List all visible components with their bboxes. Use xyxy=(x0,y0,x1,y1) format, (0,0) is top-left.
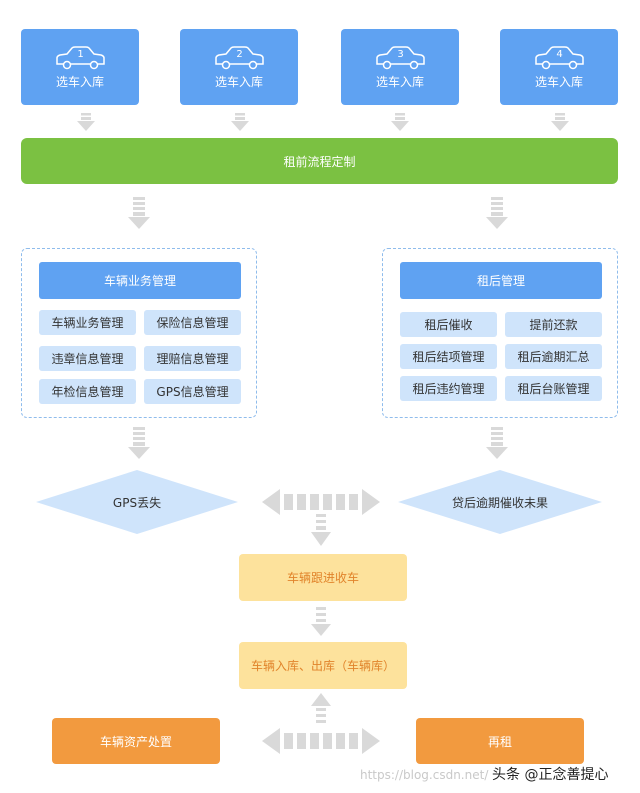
after-rent-cell: 租后台账管理 xyxy=(505,376,602,401)
after-rent-cell: 租后催收 xyxy=(400,312,497,337)
vehicle-cell: 保险信息管理 xyxy=(144,310,241,335)
car-icon: 3 xyxy=(376,45,425,69)
arrow-down-icon xyxy=(391,113,409,131)
top-box-label: 选车入库 xyxy=(534,74,583,89)
top-box-label: 选车入库 xyxy=(55,74,104,89)
top-box-3: 3 选车入库 xyxy=(341,29,459,105)
double-arrow-icon xyxy=(262,489,380,515)
top-box-label: 选车入库 xyxy=(375,74,424,89)
top-box-2: 2 选车入库 xyxy=(180,29,298,105)
arrow-up-icon xyxy=(311,693,331,723)
car-number: 1 xyxy=(77,49,83,60)
arrow-down-icon xyxy=(231,113,249,131)
after-rent-panel-title: 租后管理 xyxy=(400,262,602,299)
after-rent-cell: 租后违约管理 xyxy=(400,376,497,401)
double-arrow-icon xyxy=(262,728,380,754)
vehicle-storage-box: 车辆入库、出库（车辆库） xyxy=(239,642,407,689)
re-rent-box: 再租 xyxy=(416,718,584,764)
vehicle-follow-up-box: 车辆跟进收车 xyxy=(239,554,407,601)
arrow-down-icon xyxy=(128,197,150,229)
arrow-down-icon xyxy=(486,197,508,229)
process-customization-bar: 租前流程定制 xyxy=(21,138,618,184)
after-rent-cell: 租后结项管理 xyxy=(400,344,497,369)
arrow-down-icon xyxy=(77,113,95,131)
vehicle-panel-title: 车辆业务管理 xyxy=(39,262,241,299)
after-rent-cell: 提前还款 xyxy=(505,312,602,337)
gps-lost-label: GPS丢失 xyxy=(112,495,162,510)
vehicle-cell: 年检信息管理 xyxy=(39,379,136,404)
overdue-collection-label: 贷后逾期催收未果 xyxy=(451,495,548,510)
diamond-overdue xyxy=(398,470,602,534)
toutiao-brand: 头条 @正念善提心 xyxy=(492,767,609,783)
car-number: 3 xyxy=(397,49,403,60)
car-icon: 2 xyxy=(215,45,264,69)
vehicle-cell: 违章信息管理 xyxy=(39,346,136,371)
csdn-watermark: https://blog.csdn.net/ xyxy=(360,768,489,782)
asset-disposal-box: 车辆资产处置 xyxy=(52,718,220,764)
after-rent-cell: 租后逾期汇总 xyxy=(505,344,602,369)
car-number: 2 xyxy=(236,49,242,60)
top-box-label: 选车入库 xyxy=(214,74,263,89)
arrow-down-icon xyxy=(311,607,331,636)
arrow-down-icon xyxy=(128,427,150,459)
vehicle-cell: 理赔信息管理 xyxy=(144,346,241,371)
vehicle-cell: 车辆业务管理 xyxy=(39,310,136,335)
vehicle-cell: GPS信息管理 xyxy=(144,379,241,404)
arrow-down-icon xyxy=(486,427,508,459)
arrow-down-icon xyxy=(551,113,569,131)
car-icon: 1 xyxy=(56,45,105,69)
arrow-down-icon xyxy=(311,514,331,546)
diamond-gps-lost xyxy=(36,470,238,534)
car-icon: 4 xyxy=(535,45,584,69)
top-box-4: 4 选车入库 xyxy=(500,29,618,105)
top-box-1: 1 选车入库 xyxy=(21,29,139,105)
car-number: 4 xyxy=(556,49,562,60)
